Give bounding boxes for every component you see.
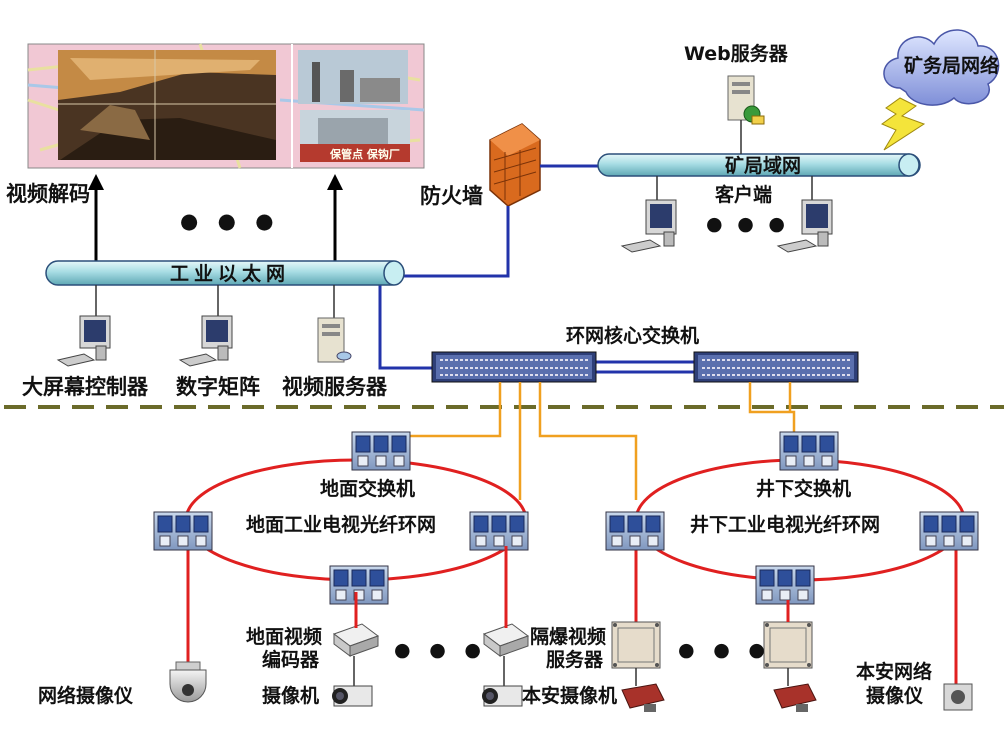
ring-switch-icon [469, 511, 529, 551]
encoder-icon-1 [332, 623, 380, 657]
core-switch-icon-1 [431, 351, 597, 383]
video-wall: 保管点 保钩厂 [27, 43, 425, 169]
ring-switch-icon [351, 431, 411, 471]
video-decode-label: 视频解码 [6, 182, 90, 206]
decode-arrows [88, 174, 343, 262]
client-pc-icon-2 [776, 176, 833, 253]
explosion-proof-camera-icon-2 [773, 683, 817, 712]
surface-encoder-label-2: 编码器 [262, 648, 320, 671]
ia-network-camera-label-2: 摄像仪 [866, 684, 924, 707]
client-pc-icon-1 [620, 176, 677, 253]
ia-camera-label: 本安摄像机 [522, 684, 617, 707]
encoder-icon-2 [482, 623, 530, 657]
explosion-proof-label-1: 隔爆视频 [530, 625, 606, 648]
firewall-icon [489, 123, 541, 207]
ring-switch-nodes [153, 431, 979, 605]
camera-label: 摄像机 [262, 684, 319, 707]
server-ellipsis: ● ● ● [678, 639, 771, 661]
ia-camera-cables [635, 668, 789, 686]
orange-fiber-links [382, 382, 812, 500]
bureau-network-label: 矿务局网络 [904, 54, 999, 77]
ring-switch-icon [779, 431, 839, 471]
industrial-ethernet-label: 工业以太网 [170, 262, 290, 285]
mine-lan-label: 矿局域网 [725, 154, 801, 177]
red-drops [186, 540, 958, 684]
top-ellipsis: ● ● ● [180, 209, 280, 233]
surface-ring-label: 地面工业电视光纤环网 [246, 513, 436, 536]
industrial-ethernet-backbone [45, 260, 405, 286]
big-screen-controller-icon [56, 315, 111, 367]
network-camera-label: 网络摄像仪 [38, 684, 134, 707]
mine-lan-backbone [597, 153, 921, 177]
lightning-icon [880, 97, 926, 151]
web-server-icon [727, 75, 765, 154]
encoder-ellipsis: ● ● ● [394, 639, 487, 661]
blue-links [378, 164, 694, 374]
surface-switch-label: 地面交换机 [320, 477, 415, 500]
ring-switch-icon [605, 511, 665, 551]
underground-ring-label: 井下工业电视光纤环网 [690, 513, 880, 536]
ia-camera-icon [482, 685, 523, 707]
digital-matrix-label: 数字矩阵 [176, 375, 260, 399]
client-ellipsis: ● ● ● [706, 213, 789, 235]
video-server-icon [317, 317, 352, 363]
sign-text: 保管点 保钩厂 [329, 147, 400, 161]
encoder-drops [354, 546, 508, 628]
explosion-proof-label-2: 服务器 [546, 648, 604, 671]
dome-camera-icon [169, 661, 207, 703]
explosion-proof-server-icon-1 [611, 621, 661, 669]
ethernet-drops [95, 285, 335, 318]
ring-switch-icon [153, 511, 213, 551]
big-screen-controller-label: 大屏幕控制器 [22, 375, 149, 399]
web-server-label: Web服务器 [684, 42, 789, 65]
client-label: 客户端 [715, 183, 772, 206]
camera-cables [353, 656, 505, 686]
underground-switch-label: 井下交换机 [756, 477, 851, 500]
video-server-label: 视频服务器 [282, 375, 388, 399]
firewall-label: 防火墙 [420, 184, 483, 208]
core-switch-icon-2 [693, 351, 859, 383]
ring-switch-icon [919, 511, 979, 551]
explosion-proof-server-icon-2 [763, 621, 813, 669]
explosion-proof-camera-icon-1 [621, 683, 665, 712]
digital-matrix-icon [178, 315, 233, 367]
ia-network-camera-icon [943, 683, 973, 711]
bureau-network-cloud [883, 29, 1000, 106]
ring-switch-icon [755, 565, 815, 605]
ring-switch-icon [329, 565, 389, 605]
ring-core-switch-label: 环网核心交换机 [566, 324, 699, 347]
ia-network-camera-label-1: 本安网络 [856, 660, 932, 683]
camera-icon-1 [332, 685, 373, 707]
surface-encoder-label-1: 地面视频 [246, 625, 322, 648]
